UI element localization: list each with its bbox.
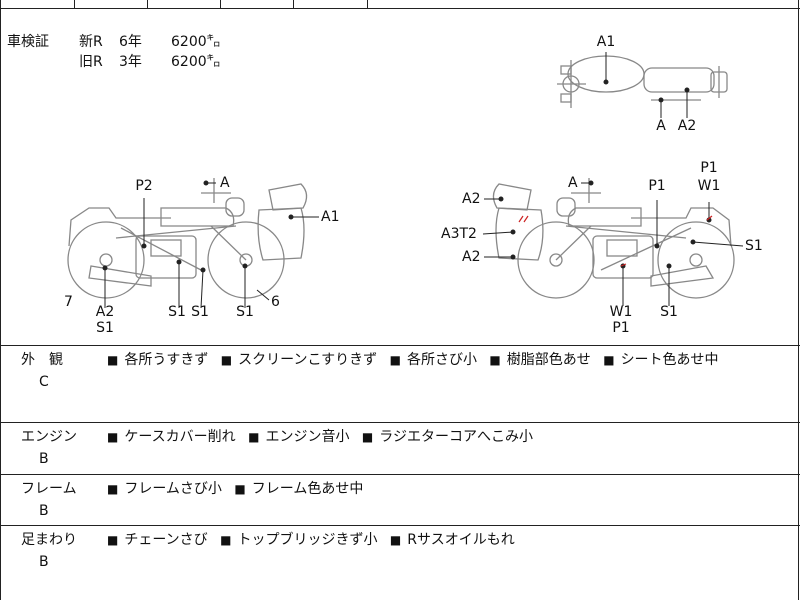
mark-label: S1 <box>236 304 254 320</box>
bullet-icon: ■ <box>389 353 401 367</box>
mark-label: A1 <box>596 34 616 50</box>
defect-item: フレーム色あせ中 <box>251 481 364 497</box>
header-strip <box>1 0 800 9</box>
right-side-bike <box>492 178 735 299</box>
defect-item: エンジン音小 <box>265 429 350 445</box>
header-divider <box>220 0 221 8</box>
motorcycle-drawings <box>67 52 744 309</box>
section-name: 外 観 <box>21 352 63 368</box>
defect-item: Rサスオイルもれ <box>407 532 515 548</box>
mark-label: A2 <box>462 249 481 265</box>
bullet-icon: ■ <box>107 430 119 444</box>
bullet-icon: ■ <box>107 533 119 547</box>
mark-label: A2 <box>462 191 481 207</box>
mark-label: S1 <box>660 304 678 320</box>
defect-item: シート色あせ中 <box>620 352 719 368</box>
bullet-icon: ■ <box>220 353 233 367</box>
mark-label: A <box>220 175 230 191</box>
section-name: エンジン <box>21 429 77 445</box>
section-name: フレーム <box>21 481 77 497</box>
mark-label: P1 <box>612 320 630 336</box>
bullet-icon: ■ <box>234 482 246 496</box>
years-value: 3年 <box>119 54 142 70</box>
mark-label: S1 <box>168 304 186 320</box>
mark-label: A <box>568 175 578 191</box>
odometer-type: 旧R <box>79 54 103 70</box>
section-grade: B <box>39 503 49 519</box>
section-engine: エンジン B ■ ケースカバー削れ ■ エンジン音小 ■ ラジエターコアへこみ小 <box>1 423 800 475</box>
bullet-icon: ■ <box>389 533 402 547</box>
section-items: ■ チェーンさび ■ トップブリッジきず小 ■ Rサスオイルもれ <box>107 530 523 550</box>
inspection-row: 車検証 新R 6年 6200㌔ <box>7 32 241 52</box>
bullet-icon: ■ <box>603 353 615 367</box>
section-items: ■ フレームさび小 ■ フレーム色あせ中 <box>107 479 371 499</box>
top-view-bike <box>557 55 728 108</box>
inspection-row: 旧R 3年 6200㌔ <box>7 52 241 72</box>
mark-label: W1 <box>697 178 721 194</box>
defect-item: ケースカバー削れ <box>124 429 236 445</box>
mark-label: P1 <box>648 178 666 194</box>
bullet-icon: ■ <box>220 533 232 547</box>
section-name: 足まわり <box>21 532 77 548</box>
odometer-type: 新R <box>79 34 103 50</box>
mark-label: P2 <box>135 178 153 194</box>
defect-item: 各所さび小 <box>406 352 477 368</box>
defect-item: フレームさび小 <box>124 481 222 497</box>
defect-item: ラジエターコアへこみ小 <box>379 429 533 445</box>
mark-label: 6 <box>271 294 280 310</box>
bullet-icon: ■ <box>361 430 374 444</box>
mark-label: A2 <box>95 304 115 320</box>
mark-label: 7 <box>64 294 73 310</box>
section-suspension: 足まわり B ■ チェーンさび ■ トップブリッジきず小 ■ Rサスオイルもれ <box>1 526 800 601</box>
defect-item: トップブリッジきず小 <box>237 532 378 548</box>
mark-label: P1 <box>700 160 718 176</box>
header-divider <box>293 0 294 8</box>
section-items: ■ ケースカバー削れ ■ エンジン音小 ■ ラジエターコアへこみ小 <box>107 427 541 447</box>
left-side-bike <box>67 178 308 299</box>
bullet-icon: ■ <box>489 353 501 367</box>
damage-diagram: A1 A A2 P2 A A1 7 A2 S1 S1 S1 S1 6 A2 A … <box>1 8 800 345</box>
section-grade: B <box>39 451 49 467</box>
mark-label: A3T2 <box>441 226 477 242</box>
section-exterior: 外 観 C ■ 各所うすきず ■ スクリーンこすりきず ■ 各所さび小 ■ 樹脂部色あせ… <box>1 346 800 423</box>
bullet-icon: ■ <box>107 353 119 367</box>
distance-value: 6200㌔ <box>171 54 221 70</box>
mark-label: S1 <box>745 238 763 254</box>
defect-item: 各所うすきず <box>124 352 209 368</box>
condition-sections: 外 観 C ■ 各所うすきず ■ スクリーンこすりきず ■ 各所さび小 ■ 樹脂部色あせ… <box>1 345 800 601</box>
mark-label: S1 <box>191 304 209 320</box>
mark-label: A2 <box>677 118 697 134</box>
bullet-icon: ■ <box>248 430 260 444</box>
section-grade: C <box>39 374 49 390</box>
defect-item: 樹脂部色あせ <box>506 352 591 368</box>
header-divider <box>147 0 148 8</box>
mark-label: W1 <box>609 304 633 320</box>
section-items: ■ 各所うすきず ■ スクリーンこすりきず ■ 各所さび小 ■ 樹脂部色あせ ■ シート色… <box>107 350 727 370</box>
header-divider <box>367 0 368 8</box>
mark-label: A <box>656 118 666 134</box>
section-frame: フレーム B ■ フレームさび小 ■ フレーム色あせ中 <box>1 475 800 526</box>
defect-item: チェーンさび <box>124 532 208 548</box>
distance-value: 6200㌔ <box>171 34 221 50</box>
inspection-label: 車検証 <box>7 34 49 50</box>
inspection-certificate: 車検証 新R 6年 6200㌔ 旧R 3年 6200㌔ <box>7 32 241 72</box>
bullet-icon: ■ <box>107 482 119 496</box>
defect-item: スクリーンこすりきず <box>238 352 378 368</box>
section-grade: B <box>39 554 49 570</box>
years-value: 6年 <box>119 34 142 50</box>
mark-label: S1 <box>96 320 114 336</box>
mark-label: A1 <box>321 209 340 225</box>
header-divider <box>74 0 75 8</box>
